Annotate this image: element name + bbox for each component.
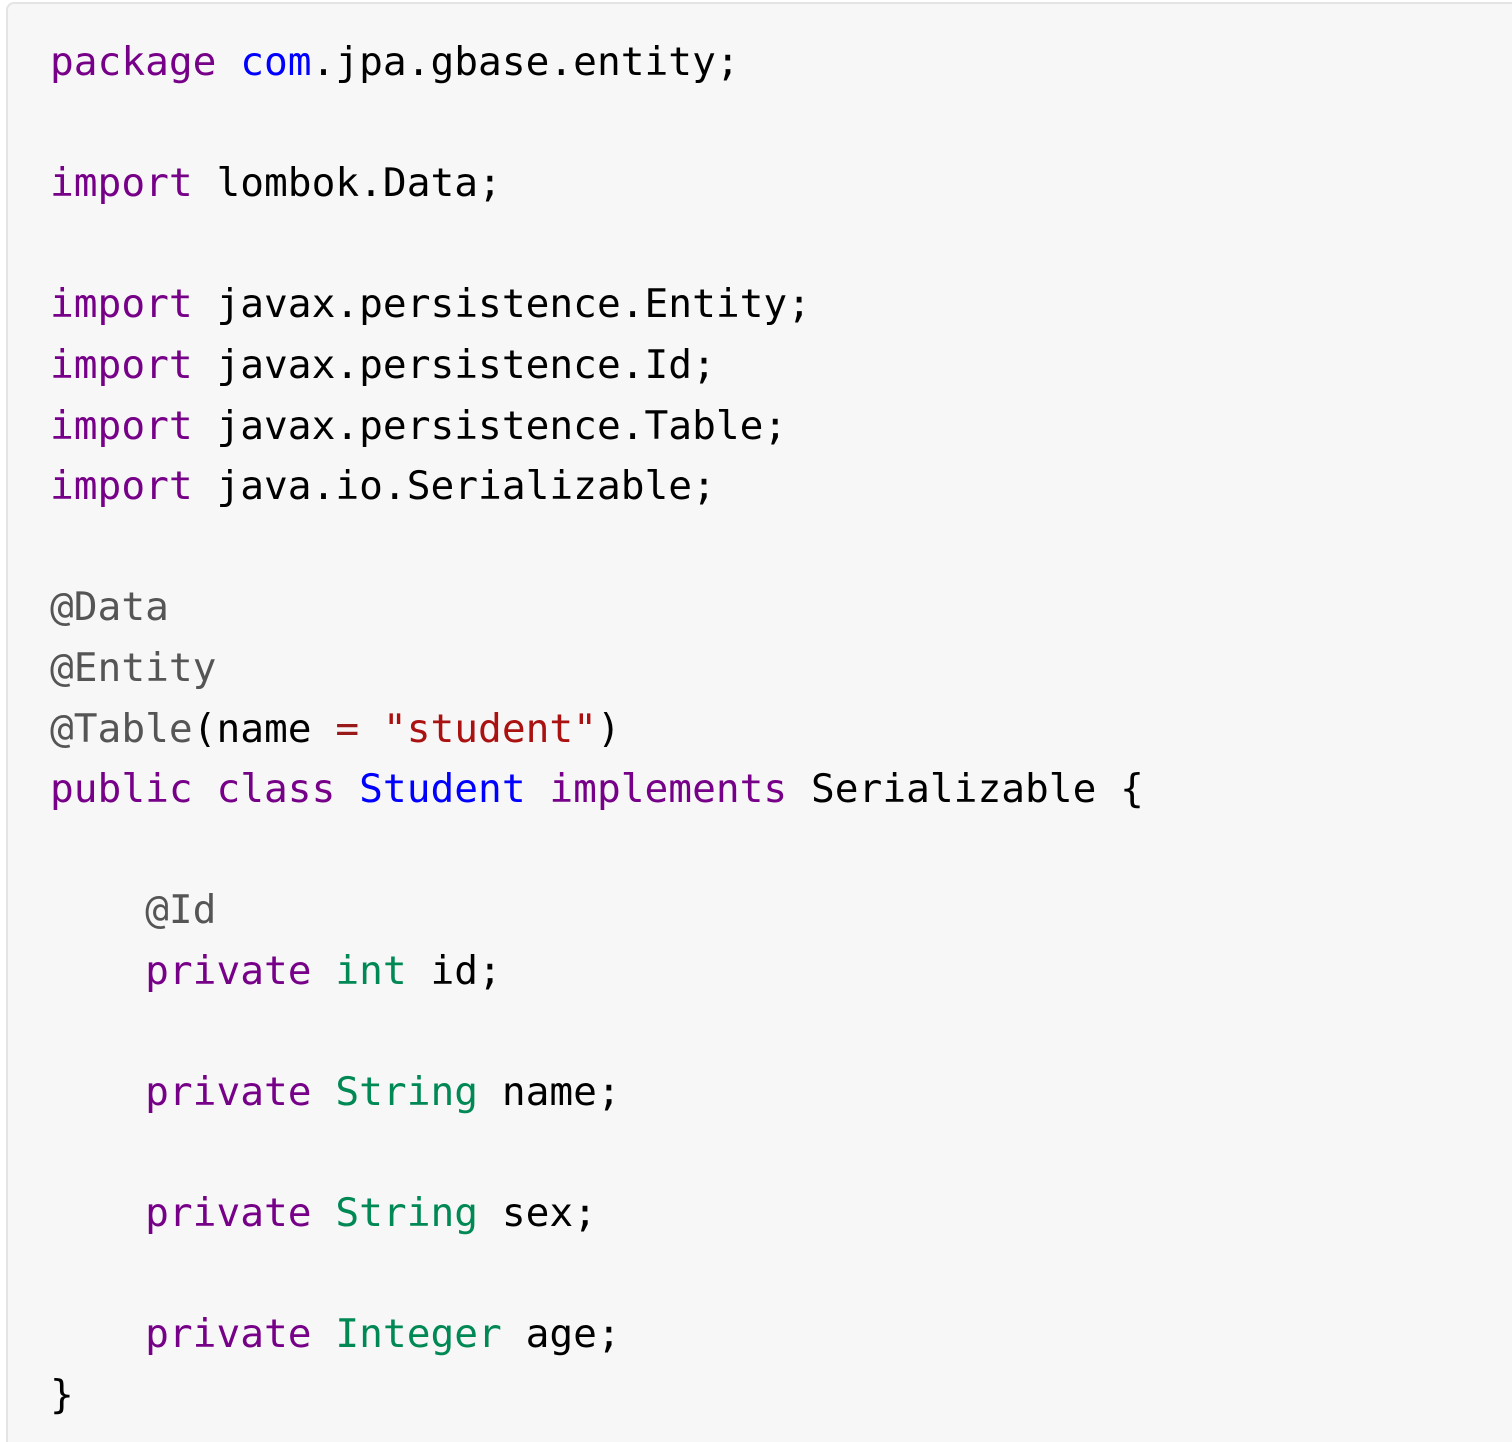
code-token: Integer [335, 1311, 502, 1358]
code-token: import [50, 281, 193, 328]
code-token: @Entity [50, 644, 217, 691]
code-line: ​ [50, 820, 1512, 881]
code-token: private [145, 947, 312, 994]
code-token: Student [359, 766, 526, 813]
code-token: class [216, 766, 336, 813]
code-token: import [50, 463, 193, 510]
code-line: ​ [50, 1002, 1512, 1063]
code-token: (name [192, 705, 336, 752]
code-line: @Entity [50, 638, 1512, 699]
code-token: import [50, 160, 193, 207]
code-token: @Id [145, 887, 217, 934]
code-token [359, 706, 383, 752]
code-token [312, 1069, 336, 1115]
code-line: private String sex; [50, 1183, 1512, 1244]
code-token [50, 1311, 145, 1357]
code-token: @Table [50, 705, 193, 752]
code-token: age; [501, 1311, 621, 1358]
code-line: public class Student implements Serializ… [50, 759, 1512, 820]
code-line: import java.io.Serializable; [50, 456, 1512, 517]
code-token: = [335, 705, 360, 752]
code-token: sex; [478, 1190, 597, 1237]
code-line: @Data [50, 577, 1512, 638]
code-token: private [145, 1069, 312, 1116]
code-line: ​ [50, 214, 1512, 275]
code-line: private String name; [50, 1062, 1512, 1123]
code-line: package com.jpa.gbase.entity; [50, 32, 1512, 93]
code-token: ) [596, 705, 621, 752]
code-token: "student" [382, 705, 597, 752]
code-line: @Id [50, 880, 1512, 941]
code-line: private Integer age; [50, 1304, 1512, 1365]
code-block: package com.jpa.gbase.entity;​import lom… [6, 2, 1512, 1442]
code-token: String [335, 1069, 479, 1116]
code-token: import [50, 341, 193, 388]
code-token [335, 766, 359, 812]
code-line: ​ [50, 517, 1512, 578]
code-token [312, 1311, 336, 1357]
code-token [312, 1190, 336, 1236]
code-token: @Data [50, 584, 169, 631]
code-token [526, 766, 550, 812]
code-token: private [145, 1190, 312, 1237]
code-token [216, 39, 240, 85]
code-line: ​ [50, 1123, 1512, 1184]
code-token [50, 1069, 145, 1115]
code-token [193, 766, 217, 812]
code-line: import javax.persistence.Id; [50, 335, 1512, 396]
code-token: int [335, 947, 407, 994]
code-line: ​ [50, 93, 1512, 154]
code-token: id; [406, 947, 502, 994]
code-line: import javax.persistence.Entity; [50, 274, 1512, 335]
code-token: String [335, 1190, 479, 1237]
code-line: import lombok.Data; [50, 153, 1512, 214]
code-token: package [50, 39, 217, 85]
code-token [50, 948, 145, 994]
code-line: @Table(name = "student") [50, 699, 1512, 760]
code-line: import javax.persistence.Table; [50, 396, 1512, 457]
code-token: javax.persistence.Entity; [192, 281, 811, 328]
code-token: private [145, 1311, 312, 1358]
code-token: } [50, 1372, 74, 1419]
code-line: ​ [50, 1244, 1512, 1305]
code-token [50, 1190, 145, 1236]
code-token [312, 948, 336, 994]
code-token: Serializable { [787, 766, 1144, 813]
code-token: javax.persistence.Id; [192, 341, 716, 388]
code-token [50, 887, 145, 933]
code-token: implements [549, 766, 788, 813]
code-token: .jpa.gbase.entity; [311, 39, 740, 85]
code-line: private int id; [50, 941, 1512, 1002]
code-token: javax.persistence.Table; [192, 402, 788, 449]
code-token: name; [478, 1069, 621, 1116]
code-token: com [240, 39, 312, 85]
code-line: } [50, 1365, 1512, 1426]
code-token: lombok.Data; [192, 160, 502, 207]
code-token: java.io.Serializable; [192, 463, 716, 510]
code-token: import [50, 402, 193, 449]
code-token: public [50, 766, 193, 813]
